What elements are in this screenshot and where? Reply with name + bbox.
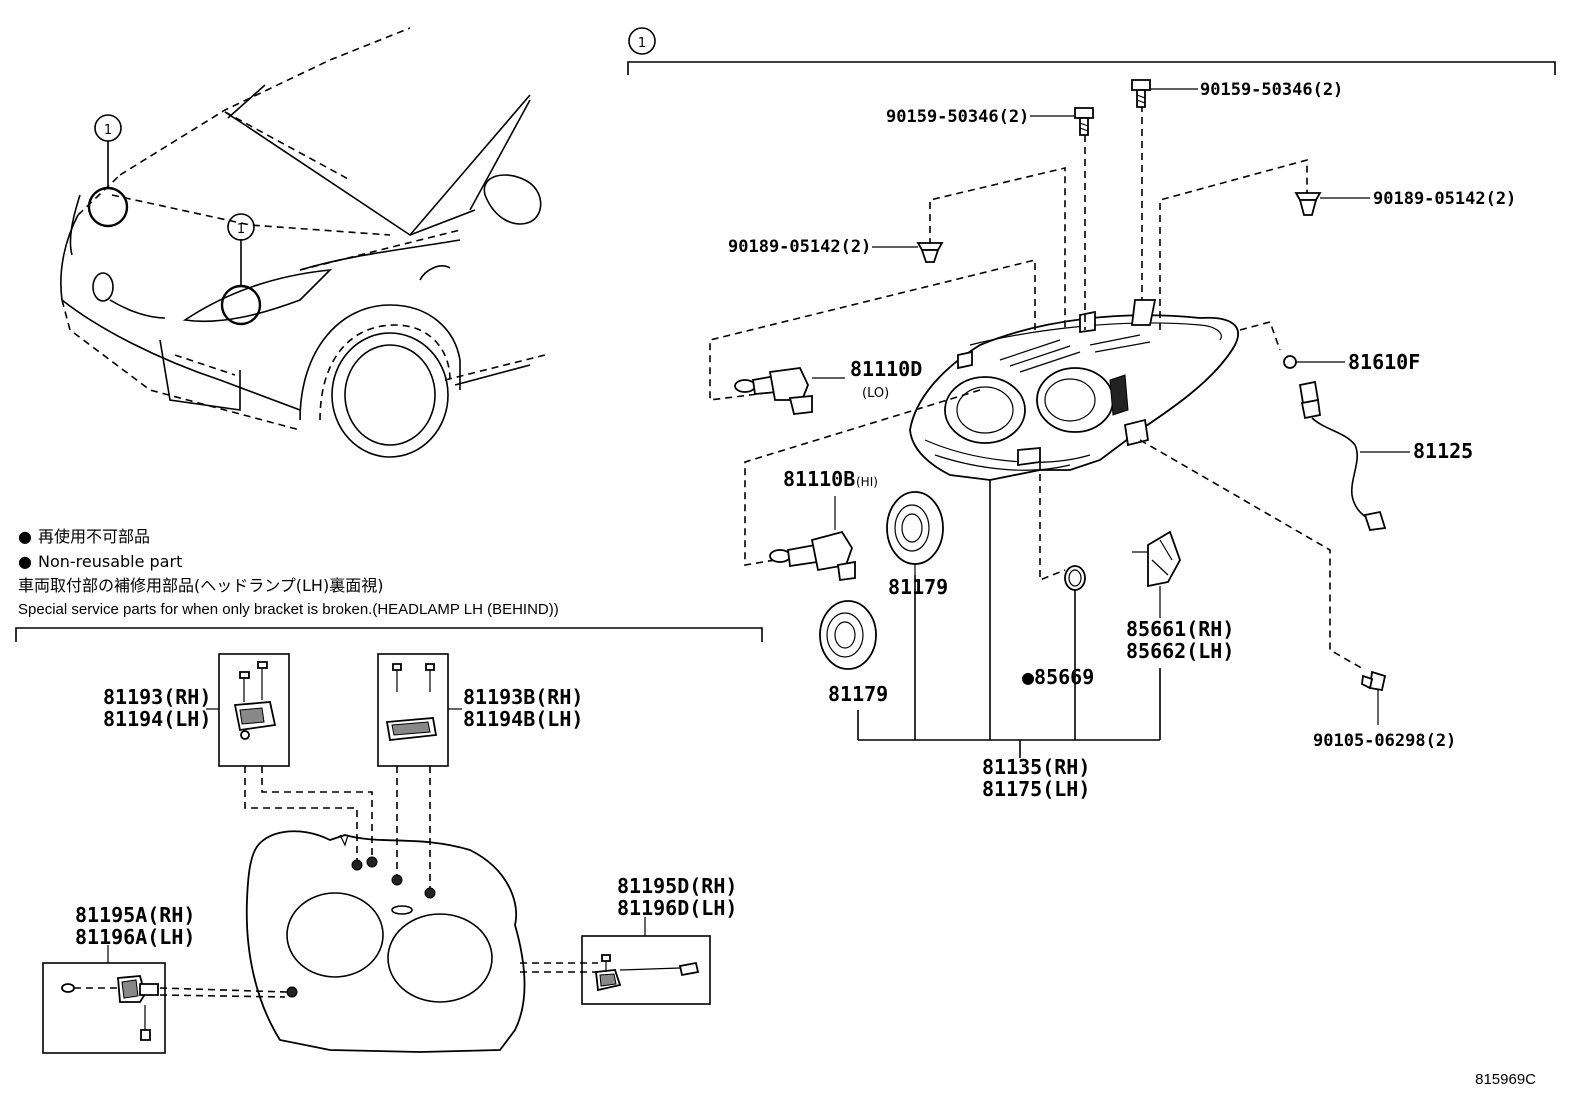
bracket-icon <box>595 954 700 992</box>
part-label-dust-cap: 81179 <box>828 682 888 706</box>
part-label-bracket-lh: 81194B(LH) <box>463 707 583 731</box>
assembly-leader-lines <box>709 105 1366 671</box>
part-label-clip-90189: 90189-05142(2) <box>728 237 871 257</box>
bracket-service-section <box>42 653 711 1054</box>
part-label-bracket-lh: 81196A(LH) <box>75 925 195 949</box>
bulb-hi-icon <box>769 496 856 582</box>
screw-icon <box>1361 670 1387 725</box>
headlamp-assembly <box>909 299 1239 481</box>
bracket-icon <box>233 661 277 740</box>
part-label-bulb-lo: 81110D <box>850 357 922 381</box>
screw-icon <box>1074 107 1094 136</box>
part-label-bulb-lo-sub: (LO) <box>862 386 889 401</box>
part-label-screw-90105: 90105-06298(2) <box>1313 731 1456 751</box>
actuator-icon <box>1132 530 1181 618</box>
callout-number: 1 <box>237 222 245 237</box>
part-label-screw-90159: 90159-50346(2) <box>1200 80 1343 100</box>
part-label-headlamp-lh: 81175(LH) <box>982 777 1090 801</box>
clip-icon <box>916 242 944 263</box>
callout-number: 1 <box>638 36 646 51</box>
part-label-actuator-lh: 85662(LH) <box>1126 639 1234 663</box>
dust-cap-icon <box>819 600 877 670</box>
assembly-group-bracket: 1 <box>627 27 1556 75</box>
dust-cap-icon <box>886 491 944 575</box>
part-label-o-ring: ●85669 <box>1022 665 1094 689</box>
part-label-screw-90159: 90159-50346(2) <box>886 107 1029 127</box>
legend-nonreusable-jp: ●再使用不可部品 <box>18 527 150 546</box>
legend-nonreusable-en: ●Non-reusable part <box>18 552 182 571</box>
bracket-icon <box>385 663 438 741</box>
fasteners-top <box>872 79 1370 263</box>
part-labels-assembly: 90159-50346(2) 90159-50346(2) 90189-0514… <box>728 80 1516 801</box>
bracket-note-en: Special service parts for when only brac… <box>18 601 559 618</box>
part-labels-brackets: 81193(RH) 81194(LH) 81193B(RH) 81194B(LH… <box>75 685 737 949</box>
part-label-bulb-hi: 81110B <box>783 467 855 491</box>
part-label-bracket-rh: 81195D(RH) <box>617 874 737 898</box>
callout-circle <box>227 213 255 241</box>
socket-harness-icon <box>1298 380 1410 531</box>
callout-circle <box>94 114 122 142</box>
part-label-clip-90189: 90189-05142(2) <box>1373 189 1516 209</box>
headlamp-components <box>734 355 1410 725</box>
small-bulb-icon <box>1283 355 1297 369</box>
part-label-actuator-rh: 85661(RH) <box>1126 617 1234 641</box>
part-label-dust-cap: 81179 <box>888 575 948 599</box>
callout-number: 1 <box>104 123 112 138</box>
part-label-bracket-lh: 81196D(LH) <box>617 896 737 920</box>
bulb-lo-icon <box>734 367 845 415</box>
part-label-bulb-hi-sub: (HI) <box>856 475 878 489</box>
diagram-reference-code: 815969C <box>1475 1071 1536 1088</box>
part-label-bracket-rh: 81193B(RH) <box>463 685 583 709</box>
part-label-socket: 81125 <box>1413 439 1473 463</box>
part-label-bracket-rh: 81195A(RH) <box>75 903 195 927</box>
screw-icon <box>1131 79 1151 108</box>
legend: ●再使用不可部品 ●Non-reusable part 車両取付部の補修用部品(… <box>15 527 763 642</box>
clip-icon <box>1294 192 1322 216</box>
part-label-headlamp-rh: 81135(RH) <box>982 755 1090 779</box>
part-label-small-bulb: 81610F <box>1348 350 1420 374</box>
bracket-note-jp: 車両取付部の補修用部品(ヘッドランプ(LH)裏面視) <box>18 576 383 595</box>
part-label-bracket-rh: 81193(RH) <box>103 685 211 709</box>
part-label-bracket-lh: 81194(LH) <box>103 707 211 731</box>
vehicle-front-illustration: 1 1 <box>60 27 546 458</box>
bracket-icon <box>61 975 159 1041</box>
assembly-tree-lines <box>857 480 1161 758</box>
